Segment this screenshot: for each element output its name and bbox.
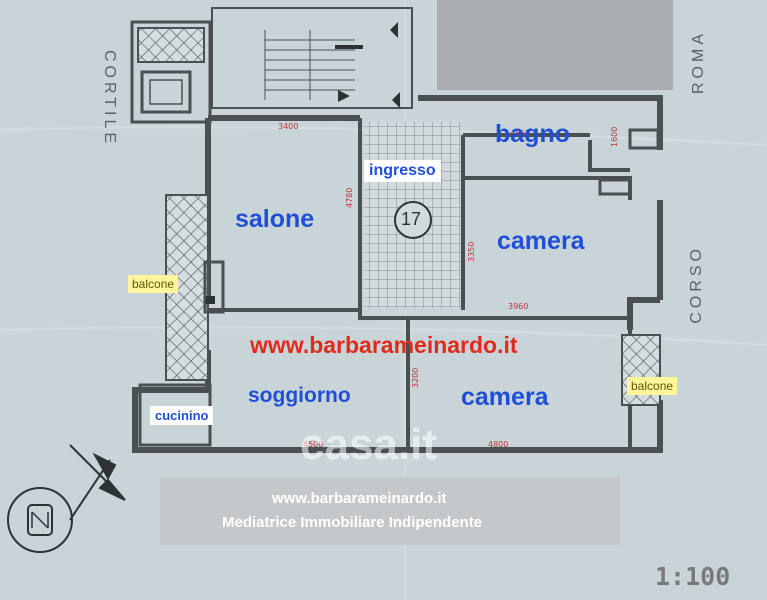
footer-website: www.barbarameinardo.it <box>272 490 447 507</box>
room-ingresso: ingresso <box>364 160 441 182</box>
dim-soggiorno-width: 4500 <box>303 440 324 449</box>
stairwell <box>211 7 413 109</box>
dim-salone-height: 4780 <box>345 187 354 208</box>
room-soggiorno: soggiorno <box>248 384 351 407</box>
stair-number-circle <box>394 201 432 239</box>
inner-walls <box>208 118 632 450</box>
casa-watermark: casa.it <box>300 420 437 469</box>
street-cortile: CORTILE <box>101 50 118 148</box>
street-roma: ROMA <box>690 30 707 94</box>
room-salone: salone <box>235 205 315 233</box>
service-block <box>130 20 212 124</box>
dim-camera-b-height: 3200 <box>411 367 420 388</box>
room-camera-top: camera <box>497 227 585 255</box>
room-bagno: bagno <box>495 120 570 148</box>
dim-bagno-width: 4550 <box>510 129 531 138</box>
room-camera-bottom: camera <box>461 383 549 411</box>
room-cucinino: cucinino <box>150 406 214 425</box>
room-balcone-right: balcone <box>627 377 678 395</box>
shaft-hatch <box>137 27 205 63</box>
dim-camera-b-width: 4800 <box>488 440 509 449</box>
compass-arrow-icon <box>7 444 126 553</box>
stair-number: 17 <box>401 209 422 229</box>
street-corso: CORSO <box>688 245 705 324</box>
dim-camera-height: 3350 <box>467 241 476 262</box>
room-balcone-left: balcone <box>128 275 179 293</box>
redacted-area <box>437 0 673 90</box>
dim-bagno-height: 1600 <box>610 126 619 147</box>
dim-camera-width: 3960 <box>508 302 529 311</box>
scale-label: 1:100 <box>655 562 731 591</box>
shaft-box <box>140 70 192 114</box>
footer-banner <box>160 477 620 545</box>
footer-tagline: Mediatrice Immobiliare Indipendente <box>222 514 483 531</box>
dim-salone-width: 3400 <box>278 122 299 131</box>
website-label: www.barbarameinardo.it <box>250 332 518 358</box>
